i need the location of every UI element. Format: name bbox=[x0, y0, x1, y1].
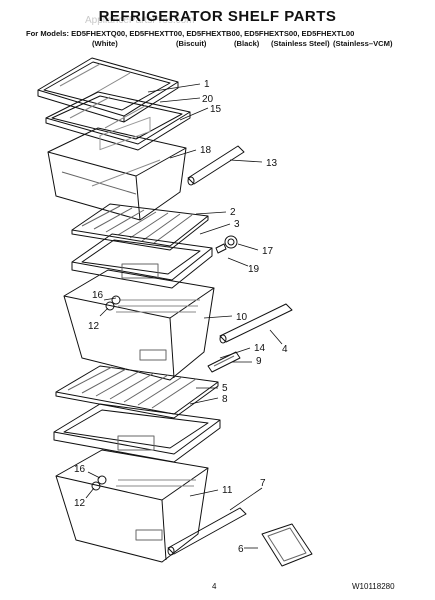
callout-11: 11 bbox=[222, 485, 233, 496]
leader-lines bbox=[85, 83, 283, 549]
color-biscuit: (Biscuit) bbox=[176, 39, 207, 48]
callout-8: 8 bbox=[222, 394, 228, 405]
part-3-cover-frame bbox=[71, 233, 213, 289]
color-black: (Black) bbox=[234, 39, 260, 48]
callout-4: 4 bbox=[282, 344, 288, 355]
callout-15: 15 bbox=[210, 104, 222, 115]
callout-6: 6 bbox=[238, 544, 244, 555]
watermark: AppliancePartsPros.com bbox=[85, 15, 195, 26]
page-number: 4 bbox=[212, 582, 217, 591]
callout-10: 10 bbox=[236, 312, 248, 323]
callout-16-lower: 16 bbox=[74, 464, 86, 475]
callout-12: 12 bbox=[88, 321, 100, 332]
callout-12-lower: 12 bbox=[74, 498, 86, 509]
part-1-glass-shelf bbox=[37, 57, 179, 123]
page-title: REFRIGERATOR SHELF PARTS bbox=[98, 8, 337, 25]
callout-1: 1 bbox=[204, 79, 210, 90]
callout-labels: 1 20 15 18 13 2 3 17 19 16 12 10 4 14 9 … bbox=[74, 79, 288, 555]
part-6-label bbox=[261, 523, 313, 567]
color-stainless-vcm: (Stainless–VCM) bbox=[333, 39, 393, 48]
callout-9: 9 bbox=[256, 356, 262, 367]
callout-14: 14 bbox=[254, 343, 266, 354]
callout-2: 2 bbox=[230, 207, 236, 218]
models-line: For Models: ED5FHEXTQ00, ED5FHEXTT00, ED… bbox=[26, 29, 355, 38]
part-13-rail bbox=[187, 145, 245, 186]
part-5-wire-shelf bbox=[55, 365, 219, 419]
callout-13: 13 bbox=[266, 158, 278, 169]
part-7-rail bbox=[167, 507, 247, 556]
part-20-15-shelf-glass bbox=[45, 91, 191, 151]
callout-7: 7 bbox=[260, 478, 266, 489]
callout-3: 3 bbox=[234, 219, 240, 230]
callout-17: 17 bbox=[262, 246, 274, 257]
part-4-rail bbox=[219, 303, 293, 344]
part-11-crisper-drawer bbox=[55, 449, 209, 563]
part-14-9-slide bbox=[207, 351, 241, 373]
part-2-wire-shelf bbox=[71, 203, 209, 251]
document-number: W10118280 bbox=[352, 582, 395, 591]
callout-20: 20 bbox=[202, 94, 214, 105]
color-white: (White) bbox=[92, 39, 118, 48]
callout-18: 18 bbox=[200, 145, 212, 156]
part-17-19-knob bbox=[215, 235, 238, 254]
callout-19: 19 bbox=[248, 264, 260, 275]
callout-16: 16 bbox=[92, 290, 104, 301]
part-18-pan bbox=[47, 116, 187, 221]
color-stainless-steel: (Stainless Steel) bbox=[271, 39, 330, 48]
callout-5: 5 bbox=[222, 383, 228, 394]
part-10-crisper-drawer bbox=[63, 269, 215, 381]
part-8-cover-frame bbox=[53, 403, 221, 463]
